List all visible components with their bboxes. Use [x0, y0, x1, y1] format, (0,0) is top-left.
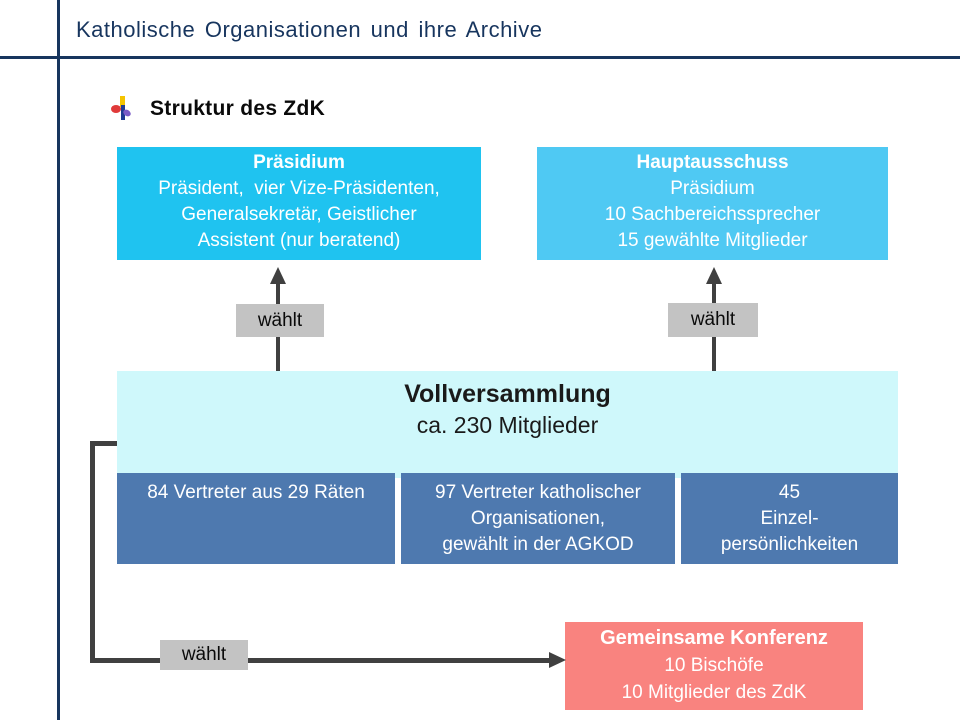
section-heading: Struktur des ZdK: [150, 97, 326, 120]
delegate-line: Organisationen,: [470, 508, 606, 529]
vollversammlung-subtitle: ca. 230 Mitglieder: [416, 412, 599, 438]
delegates-box-raete: 84 Vertreter aus 29 Räten: [117, 473, 395, 564]
delegate-line: Einzel-: [760, 508, 819, 529]
delegate-line: 97 Vertreter katholischer: [435, 482, 641, 503]
delegates-box-agkod: 97 Vertreter katholischer Organisationen…: [401, 473, 675, 564]
praesidium-line: Präsident, vier Vize-Präsidenten,: [158, 178, 440, 199]
header-divider-line: [0, 56, 960, 59]
connector-stub-line: [90, 441, 117, 446]
delegate-line: 84 Vertreter aus 29 Räten: [147, 482, 365, 503]
waehlt-label-left: wählt: [236, 304, 324, 337]
praesidium-line: Generalsekretär, Geistlicher: [181, 204, 417, 225]
left-border-line: [57, 0, 60, 720]
hauptausschuss-line: 15 gewählte Mitglieder: [617, 230, 808, 251]
waehlt-label-left-text: wählt: [257, 309, 303, 331]
connector-horizontal-line: [90, 658, 552, 663]
praesidium-line: Assistent (nur beratend): [197, 230, 401, 251]
delegates-box-einzel: 45 Einzel- persönlichkeiten: [681, 473, 898, 564]
picture-bullet-icon: [110, 96, 134, 122]
waehlt-label-bottom: wählt: [160, 640, 248, 670]
arrow-right-icon: [549, 652, 566, 668]
vollversammlung-box: Vollversammlung ca. 230 Mitglieder: [117, 371, 898, 478]
arrow-up-icon: [270, 267, 286, 284]
connector-vertical-line: [90, 441, 95, 663]
hauptausschuss-line: Präsidium: [670, 178, 755, 199]
page-title: Katholische Organisationen und ihre Arch…: [76, 17, 543, 42]
konferenz-line: 10 Bischöfe: [664, 655, 764, 676]
arrow-up-icon: [706, 267, 722, 284]
konferenz-line: 10 Mitglieder des ZdK: [621, 682, 807, 703]
konferenz-title: Gemeinsame Konferenz: [600, 627, 828, 649]
delegate-line: 45: [778, 482, 801, 503]
section-heading-row: Struktur des ZdK: [110, 96, 325, 122]
gemeinsame-konferenz-box: Gemeinsame Konferenz 10 Bischöfe 10 Mitg…: [565, 622, 863, 710]
praesidium-title: Präsidium: [253, 152, 345, 173]
hauptausschuss-line: 10 Sachbereichssprecher: [604, 204, 821, 225]
waehlt-label-bottom-text: wählt: [181, 644, 227, 665]
delegate-line: gewählt in der AGKOD: [442, 534, 634, 555]
waehlt-label-right: wählt: [668, 303, 758, 337]
hauptausschuss-title: Hauptausschuss: [636, 152, 789, 173]
hauptausschuss-box: Hauptausschuss Präsidium 10 Sachbereichs…: [537, 147, 888, 260]
vollversammlung-title: Vollversammlung: [404, 380, 611, 408]
waehlt-label-right-text: wählt: [690, 309, 736, 330]
praesidium-box: Präsidium Präsident, vier Vize-Präsident…: [117, 147, 481, 260]
delegate-line: persönlichkeiten: [720, 534, 859, 555]
